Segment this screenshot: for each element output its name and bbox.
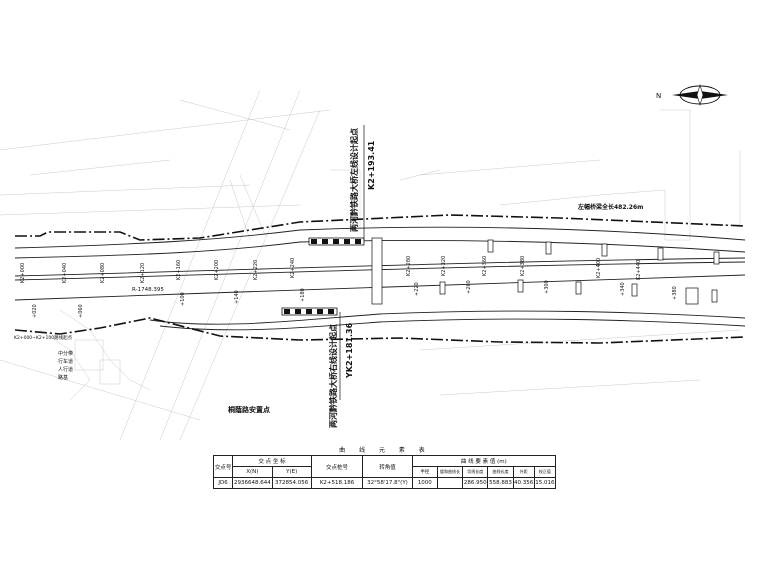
resettlement-label: 桐蔭路安置点	[228, 405, 270, 414]
table-header: 缓和曲线长	[436, 466, 464, 478]
legend-item: 人行道	[58, 366, 73, 373]
table-cell: 286.950	[462, 477, 489, 489]
station-label: +380	[672, 286, 678, 300]
curve-elements-table: 交点号 交 点 坐 标 交点桩号 转角值 曲 线 要 素 值 (m) X(N) …	[212, 455, 557, 489]
table-cell: 40.356	[512, 477, 535, 489]
bridge-right-deck	[281, 307, 338, 316]
station-labels-bottom: +020 +060 +100 +140 +180 +220 +260 +300 …	[32, 280, 678, 318]
table-header: 半径	[411, 466, 438, 478]
table-row: JD6 2936648.644 372854.056 K2+518.186 32…	[212, 477, 557, 489]
station-label: K2+320	[441, 256, 447, 276]
left-edge-note: K2+000~K2+100路线起点	[14, 334, 73, 341]
table-header: 校正值	[533, 466, 557, 478]
station-label: K2+240	[290, 258, 296, 278]
table-title: 曲 线 元 素 表	[339, 447, 431, 454]
station-label: +220	[414, 282, 420, 296]
callout-lines	[339, 125, 365, 400]
left-bridge-chainage: K2+193.41	[367, 140, 376, 190]
station-label: +340	[620, 282, 626, 296]
station-label: +180	[300, 288, 306, 302]
station-label: K2+360	[482, 256, 488, 276]
table-header: X(N)	[232, 466, 273, 478]
bridge-left-deck	[308, 237, 365, 246]
station-label: +060	[78, 304, 84, 318]
table-header: 曲 线 要 素 值 (m)	[411, 455, 557, 467]
station-label: K2+000	[20, 263, 26, 283]
station-label: K2+220	[253, 260, 259, 280]
road-edge-dashes	[14, 214, 746, 344]
table-cell: 32°58'17.8"(Y)	[362, 477, 413, 489]
table-header-row: X(N) Y(E) 半径 缓和曲线长 切线长度 曲线长度 外距 校正值	[214, 466, 557, 478]
legend-item: 中分带	[58, 350, 73, 357]
table-cell: 372854.056	[271, 477, 312, 489]
station-label: K2+280	[406, 256, 412, 276]
station-label: +260	[466, 280, 472, 294]
station-label: K2+440	[636, 260, 642, 280]
station-label: K2+120	[140, 263, 146, 283]
bridge-piers	[371, 237, 720, 305]
left-bridge-start-label: 两河黔铁路大桥左线设计起点	[349, 128, 359, 232]
station-label: K2+400	[596, 258, 602, 278]
station-label: K2+160	[176, 260, 182, 280]
station-labels-top: K2+000 K2+040 K2+080 K2+120 K2+160 K2+20…	[20, 256, 642, 283]
station-label: K2+040	[62, 263, 68, 283]
station-label: K2+380	[520, 256, 526, 276]
legend-item: 行车道	[58, 358, 73, 365]
legend: 中分带 行车道 人行道 路基	[58, 350, 73, 381]
station-label: K2+080	[100, 263, 106, 283]
table-header: 转角值	[362, 455, 413, 478]
station-label: +020	[32, 304, 38, 318]
table-header: 交点号	[212, 455, 234, 478]
north-arrow-icon: N	[656, 83, 728, 107]
station-label: +140	[234, 290, 240, 304]
table-header-row: 交点号 交 点 坐 标 交点桩号 转角值 曲 线 要 素 值 (m)	[212, 455, 557, 478]
table-cell	[436, 477, 464, 489]
table-header: 外距	[512, 466, 535, 478]
table-cell: 558.883	[487, 477, 514, 489]
table-header: 切线长度	[462, 466, 489, 478]
station-label: +100	[180, 292, 186, 306]
table-cell: JD6	[212, 477, 234, 489]
table-cell: 2936648.644	[232, 477, 273, 489]
right-bridge-start-label: 两河黔铁路大桥右线设计起点	[328, 324, 338, 428]
table-header: Y(E)	[271, 466, 312, 478]
table-cell: 15.016	[533, 477, 557, 489]
table-header: 交 点 坐 标	[232, 455, 312, 467]
north-label: N	[656, 92, 661, 100]
road-centerlines	[14, 226, 746, 331]
table-cell: 1000	[411, 477, 438, 489]
table-cell: K2+518.186	[310, 477, 364, 489]
curve-radius-label: R-1748.395	[132, 287, 164, 293]
station-label: +300	[544, 280, 550, 294]
table-header: 曲线长度	[487, 466, 514, 478]
legend-item: 路基	[58, 374, 68, 381]
left-bridge-total-label: 左幅桥梁全长482.26m	[577, 203, 643, 211]
table-header: 交点桩号	[310, 455, 364, 478]
station-label: K2+200	[214, 260, 220, 280]
right-bridge-chainage: YK2+181.36	[345, 322, 354, 379]
